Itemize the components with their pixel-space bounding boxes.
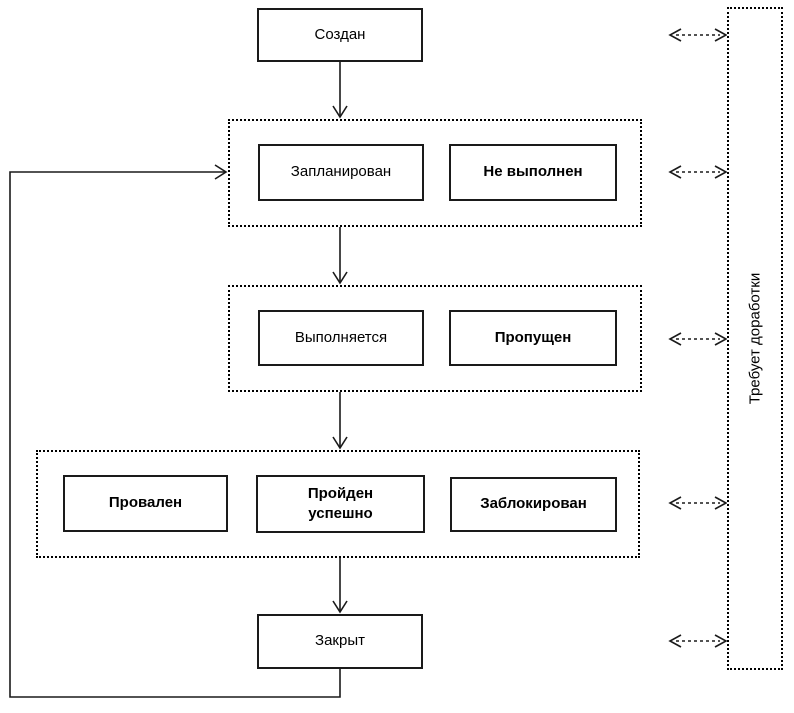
state-not-executed-label: Не выполнен — [483, 163, 583, 181]
state-blocked-label: Заблокирован — [480, 495, 587, 513]
rework-link-running-head-right — [714, 332, 728, 346]
state-failed: Провален — [63, 475, 228, 532]
loop-closed-to-planned — [9, 171, 341, 698]
state-skipped: Пропущен — [449, 310, 617, 366]
state-planned: Запланирован — [258, 144, 424, 201]
state-not-executed: Не выполнен — [449, 144, 617, 201]
state-blocked: Заблокирован — [450, 477, 617, 532]
group-planned-states — [228, 119, 642, 227]
state-closed: Закрыт — [257, 614, 423, 669]
state-passed-label: Пройден успешно — [307, 484, 374, 522]
state-running: Выполняется — [258, 310, 424, 366]
arrowhead-loop-to-planned — [214, 164, 228, 180]
group-execution-states — [228, 285, 642, 392]
state-planned-label: Запланирован — [290, 163, 392, 181]
group-result-states — [36, 450, 640, 558]
rework-link-result-head-right — [714, 496, 728, 510]
arrowhead-created-to-planned — [332, 105, 348, 119]
rework-link-created-head-right — [714, 28, 728, 42]
rework-link-closed-head-left — [668, 634, 682, 648]
state-skipped-label: Пропущен — [494, 328, 572, 346]
state-closed-label: Закрыт — [315, 632, 365, 650]
rework-link-running-head-left — [668, 332, 682, 346]
state-passed: Пройден успешно — [256, 475, 425, 533]
rework-link-created-head-left — [668, 28, 682, 42]
state-created-label: Создан — [314, 25, 366, 43]
rework-link-planned-head-right — [714, 165, 728, 179]
arrowhead-planned-to-running — [332, 271, 348, 285]
rework-panel: Требует доработки — [727, 7, 783, 670]
state-created: Создан — [257, 8, 423, 62]
state-running-label: Выполняется — [294, 328, 388, 346]
arrowhead-running-to-result — [332, 436, 348, 450]
rework-link-closed-head-right — [714, 634, 728, 648]
rework-link-result-head-left — [668, 496, 682, 510]
arrowhead-result-to-closed — [332, 600, 348, 614]
rework-link-planned-head-left — [668, 165, 682, 179]
state-failed-label: Провален — [108, 494, 183, 512]
rework-panel-label: Требует доработки — [746, 272, 764, 405]
